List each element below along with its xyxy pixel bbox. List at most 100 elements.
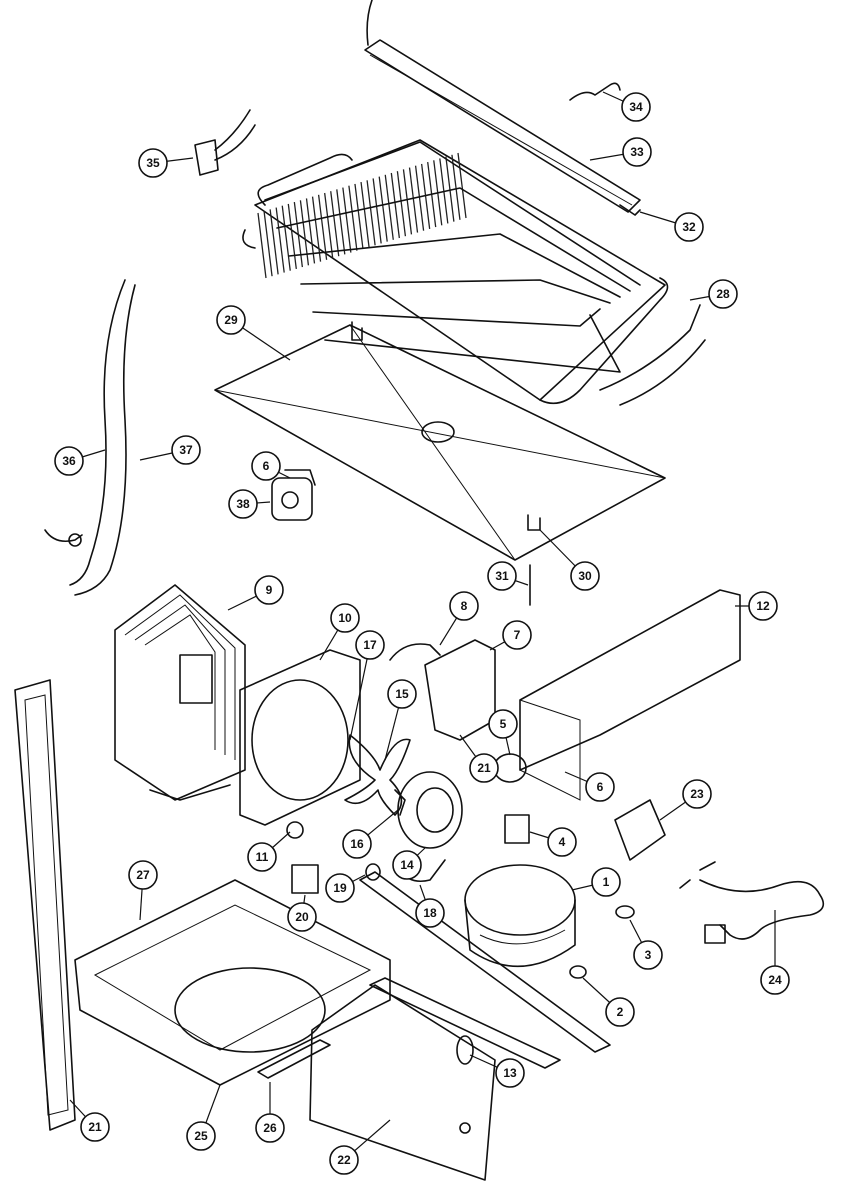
callout-bubble xyxy=(682,779,712,809)
callout-label: 21 xyxy=(477,761,491,775)
callout-bubble xyxy=(54,446,84,476)
callout-label: 32 xyxy=(682,220,696,234)
callout-bubble xyxy=(748,591,778,621)
callout-bubble xyxy=(128,860,158,890)
callout-35: 35 xyxy=(138,148,194,178)
callout-19: 19 xyxy=(325,873,366,903)
callout-label: 28 xyxy=(716,287,730,301)
grommet-19 xyxy=(365,863,381,881)
start-relay xyxy=(504,814,530,844)
callout-18: 18 xyxy=(415,884,445,928)
callout-bubble xyxy=(392,850,422,880)
condenser xyxy=(114,584,246,801)
callout-bubble xyxy=(469,753,499,783)
callout-label: 34 xyxy=(629,100,643,114)
callout-22: 22 xyxy=(329,1119,391,1175)
callout-label: 11 xyxy=(256,850,269,864)
callout-label: 23 xyxy=(690,787,704,801)
callout-label: 12 xyxy=(756,599,770,613)
callout-label: 30 xyxy=(578,569,592,583)
side-gasket xyxy=(14,679,76,1131)
callout-label: 18 xyxy=(423,906,437,920)
callout-label: 21 xyxy=(88,1120,102,1134)
fan-blade xyxy=(344,734,411,816)
callout-36: 36 xyxy=(54,446,106,476)
base-pan xyxy=(74,879,391,1086)
grommet-3 xyxy=(615,905,635,919)
callout-32: 32 xyxy=(639,211,704,242)
compressor xyxy=(464,864,576,968)
callout-label: 22 xyxy=(337,1153,351,1167)
callout-bubble xyxy=(138,148,168,178)
callout-12: 12 xyxy=(735,591,778,621)
callout-label: 37 xyxy=(179,443,193,457)
callout-label: 27 xyxy=(136,868,150,882)
callout-bubble xyxy=(171,435,201,465)
callout-label: 3 xyxy=(645,948,652,962)
callout-label: 17 xyxy=(363,638,377,652)
callout-label: 20 xyxy=(295,910,309,924)
callout-17: 17 xyxy=(349,630,385,741)
callout-bubble xyxy=(570,561,600,591)
callout-34: 34 xyxy=(602,91,651,122)
callout-label: 24 xyxy=(768,973,782,987)
drain-trough xyxy=(214,321,666,561)
callout-bubble xyxy=(591,867,621,897)
callout-label: 25 xyxy=(194,1129,208,1143)
callout-bubble xyxy=(622,137,652,167)
callout-11: 11 xyxy=(247,831,291,872)
callout-bubble xyxy=(495,1058,525,1088)
defrost-timer xyxy=(614,799,666,861)
thermostat-sensor xyxy=(194,109,256,176)
bracket-16 xyxy=(394,789,406,816)
callout-bubble xyxy=(387,679,417,709)
callout-bubble xyxy=(760,965,790,995)
rail xyxy=(359,871,611,1053)
callout-label: 38 xyxy=(236,497,250,511)
callout-bubble xyxy=(502,620,532,650)
callout-21: 21 xyxy=(459,734,499,783)
callout-37: 37 xyxy=(139,435,201,465)
callout-bubble xyxy=(605,997,635,1027)
callout-label: 36 xyxy=(62,454,76,468)
callout-25: 25 xyxy=(186,1084,221,1151)
callout-bubble xyxy=(449,591,479,621)
callout-bubble xyxy=(547,827,577,857)
callout-bubble xyxy=(488,709,518,739)
callout-5: 5 xyxy=(488,709,518,756)
callout-9: 9 xyxy=(227,575,284,611)
callout-1: 1 xyxy=(571,867,621,897)
callout-bubble xyxy=(708,279,738,309)
callout-bubble xyxy=(325,873,355,903)
callout-label: 6 xyxy=(263,459,270,473)
callout-bubble xyxy=(228,489,258,519)
callout-label: 10 xyxy=(338,611,352,625)
callout-bubble xyxy=(674,212,704,242)
callout-label: 35 xyxy=(146,156,160,170)
drain-tubes xyxy=(44,279,136,596)
defrost-heater xyxy=(364,0,641,216)
callout-16: 16 xyxy=(342,809,399,859)
callout-13: 13 xyxy=(469,1054,525,1088)
callout-leader-line xyxy=(349,644,371,741)
grommet-11 xyxy=(286,821,304,839)
callout-bubble xyxy=(330,603,360,633)
callout-label: 5 xyxy=(500,717,507,731)
callout-bubble xyxy=(287,902,317,932)
callout-bubble xyxy=(355,630,385,660)
callout-label: 16 xyxy=(350,837,364,851)
callout-bubble xyxy=(251,451,281,481)
callout-bubble xyxy=(186,1121,216,1151)
callout-23: 23 xyxy=(659,779,712,821)
callout-label: 4 xyxy=(559,835,566,849)
callout-label: 31 xyxy=(495,569,509,583)
callout-label: 9 xyxy=(266,583,273,597)
callout-label: 6 xyxy=(597,780,604,794)
callout-label: 29 xyxy=(224,313,238,327)
callout-bubble xyxy=(621,92,651,122)
callout-bubble xyxy=(633,940,663,970)
callout-33: 33 xyxy=(589,137,652,167)
callout-15: 15 xyxy=(384,679,417,761)
callout-8: 8 xyxy=(439,591,479,646)
